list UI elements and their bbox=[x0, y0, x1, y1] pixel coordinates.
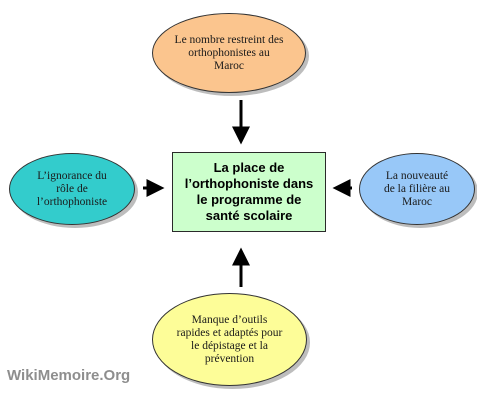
node-top-ellipse: Le nombre restreint des orthophonistes a… bbox=[152, 13, 306, 93]
node-bottom-ellipse: Manque d’outils rapides et adaptés pour … bbox=[152, 293, 307, 386]
watermark: WikiMemoire.Org bbox=[7, 367, 131, 384]
center-text: La place de l’orthophoniste dans le prog… bbox=[184, 160, 314, 223]
node-right-ellipse: La nouveauté de la filière au Maroc bbox=[359, 153, 475, 225]
node-top-text: Le nombre restreint des orthophonistes a… bbox=[174, 33, 284, 72]
node-left-text: L’ignorance du rôle de l’orthophoniste bbox=[36, 169, 108, 208]
node-bottom-text: Manque d’outils rapides et adaptés pour … bbox=[176, 313, 283, 365]
center-box: La place de l’orthophoniste dans le prog… bbox=[172, 152, 326, 232]
node-left-ellipse: L’ignorance du rôle de l’orthophoniste bbox=[9, 153, 135, 225]
node-right-text: La nouveauté de la filière au Maroc bbox=[383, 169, 451, 208]
